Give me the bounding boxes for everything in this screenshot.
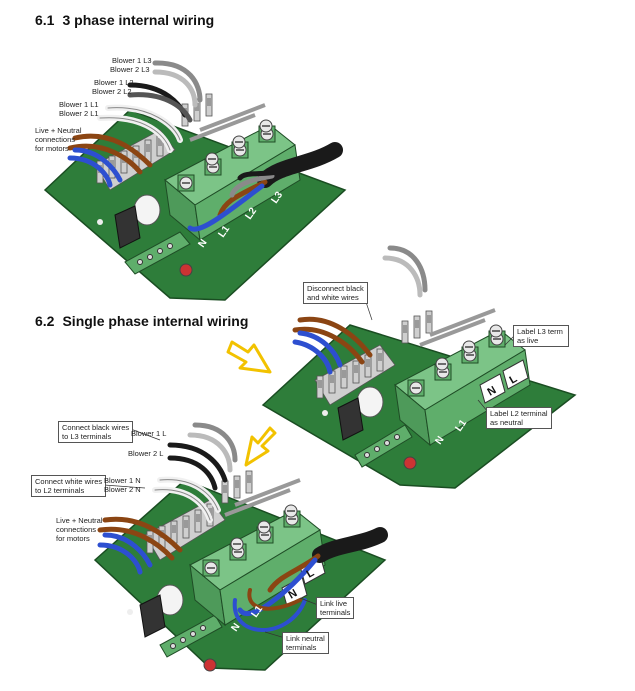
label-live-neutral-connections: Live + Neutral connections for motors bbox=[56, 516, 103, 543]
label-blower2-l1: Blower 2 L1 bbox=[59, 109, 99, 118]
fig1-board bbox=[43, 93, 347, 301]
label-blower1-l1: Blower 1 L1 bbox=[59, 100, 99, 109]
section-title: Single phase internal wiring bbox=[62, 313, 249, 329]
label-blower2-n: Blower 2 N bbox=[104, 485, 141, 494]
label-link-neutral-terminals: Link neutral terminals bbox=[282, 632, 329, 654]
label-blower1-l: Blower 1 L bbox=[131, 429, 167, 438]
label-l3-as-live: Label L3 term as live bbox=[513, 325, 569, 347]
fig2-board bbox=[261, 308, 577, 489]
label-connect-black-wires: Connect black wires to L3 terminals bbox=[58, 421, 134, 443]
arrow-icon bbox=[244, 426, 277, 467]
label-disconnect-wires: Disconnect black and white wires bbox=[303, 282, 368, 304]
label-blower2-l3: Blower 2 L3 bbox=[110, 65, 150, 74]
label-blower2-l: Blower 2 L bbox=[128, 449, 164, 458]
section-6-1-heading: 6.1 3 phase internal wiring bbox=[35, 12, 214, 28]
fig1-wires bbox=[67, 60, 343, 232]
fig3-board bbox=[93, 470, 387, 672]
label-blower1-l2: Blower 1 L2 bbox=[94, 78, 134, 87]
section-title: 3 phase internal wiring bbox=[62, 12, 215, 28]
section-6-2-heading: 6.2 Single phase internal wiring bbox=[35, 313, 248, 329]
section-number: 6.1 bbox=[35, 12, 55, 28]
label-blower2-l2: Blower 2 L2 bbox=[92, 87, 132, 96]
fig2-wires bbox=[292, 245, 428, 375]
label-l2-as-neutral: Label L2 terminal as neutral bbox=[486, 407, 552, 429]
label-link-live-terminals: Link live terminals bbox=[316, 597, 355, 619]
section-number: 6.2 bbox=[35, 313, 55, 329]
label-blower1-l3: Blower 1 L3 bbox=[112, 56, 152, 65]
label-connect-white-wires: Connect white wires to L2 terminals bbox=[31, 475, 107, 497]
fig3-wires bbox=[97, 422, 388, 632]
label-blower1-n: Blower 1 N bbox=[104, 476, 141, 485]
label-live-neutral-connections: Live + Neutral connections for motors bbox=[35, 126, 82, 153]
arrow-icon bbox=[226, 340, 272, 374]
